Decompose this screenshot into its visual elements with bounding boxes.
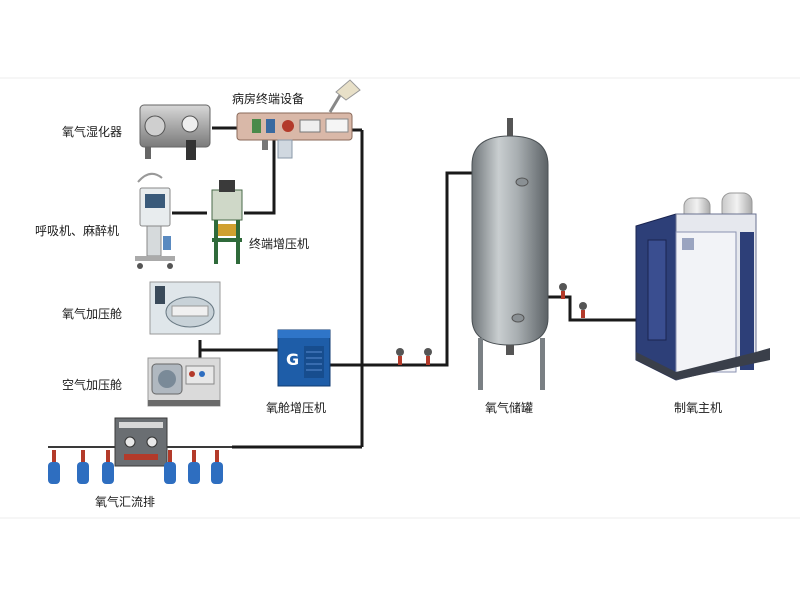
label-air-chamber: 空气加压舱 [62,378,123,392]
cylinder-2 [77,450,89,484]
label-ventilator: 呼吸机、麻醉机 [35,224,120,238]
label-terminal-booster: 终端增压机 [249,237,310,251]
oxygen-cylinders [48,450,223,484]
pipe-valves [396,283,587,365]
valve-gauge-2 [424,348,432,356]
air-chamber-device [147,357,221,407]
cylinder-1 [48,450,60,484]
label-ward-terminal: 病房终端设备 [232,92,305,106]
label-humidifier: 氧气湿化器 [62,125,123,139]
pipe-booster-to-tank [330,171,472,367]
cabin-booster-device: G [277,329,331,387]
valve-gauge-4 [579,302,587,310]
valve-4 [581,310,585,318]
cylinder-6 [211,450,223,484]
oxygen-tank-device [471,118,549,390]
ward-terminal-device [236,79,361,159]
cylinder-3 [102,450,114,484]
oxygen-generator-device [635,192,770,381]
valve-3 [561,291,565,299]
valve-gauge-1 [396,348,404,356]
label-oxygen-chamber: 氧气加压舱 [62,307,123,321]
terminal-booster-device [211,180,243,264]
pipe-booster-up [244,140,276,215]
label-oxygen-generator: 制氧主机 [674,401,723,415]
pipe-network [172,126,640,449]
label-oxygen-tank: 氧气储罐 [485,401,534,415]
label-cabin-booster: 氧舱增压机 [266,401,327,415]
valve-2 [426,356,430,365]
pipe-generator-to-tank [547,295,640,322]
oxygen-chamber-device [149,281,221,335]
cylinder-4 [164,450,176,484]
oxygen-manifold-device [48,417,232,467]
ventilator-device [135,172,175,269]
oxygen-humidifier-device [139,104,211,160]
label-manifold: 氧气汇流排 [95,495,156,509]
cylinder-5 [188,450,200,484]
valve-gauge-3 [559,283,567,291]
valve-1 [398,356,402,365]
svg-text:G: G [286,350,299,369]
